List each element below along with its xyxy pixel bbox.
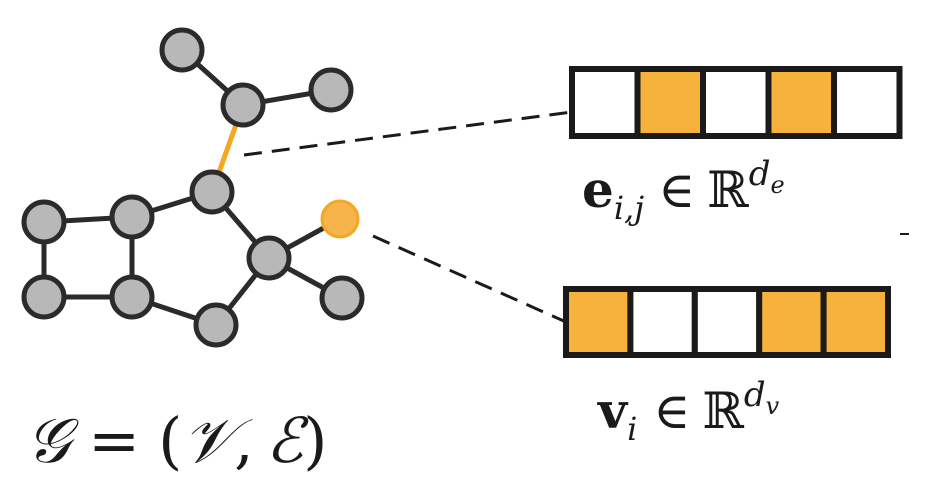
node-space: ℝ	[702, 382, 744, 440]
edge-feature-label: ei,j∈ℝde	[582, 154, 785, 227]
caption-comma: ,	[234, 404, 254, 477]
caption-close-paren: )	[303, 404, 327, 477]
edge-symbol: e	[582, 160, 614, 219]
caption-open-paren: (	[158, 404, 182, 477]
feature-connectors	[243, 110, 573, 324]
edge-subscript: i,j	[614, 189, 644, 227]
graph-node	[308, 67, 354, 113]
node-feature-cell	[691, 286, 763, 358]
graph-node	[21, 199, 67, 245]
node-feature-label: vi∈ℝdv	[597, 375, 780, 448]
graph-node	[109, 274, 155, 320]
graph-node	[246, 235, 292, 281]
node-symbol: v	[597, 381, 629, 440]
graph-node	[159, 27, 205, 73]
node-feature-vector	[563, 286, 891, 358]
graph-node	[193, 302, 239, 348]
node-dim-base: d	[744, 375, 766, 415]
edge-feature-cell	[831, 66, 903, 139]
edge-feature-connector	[243, 110, 573, 157]
graph-nodes	[21, 27, 365, 348]
edge-dim-sub: e	[770, 171, 784, 199]
graph-node	[21, 274, 67, 320]
graph-node	[220, 82, 266, 128]
edge-feature-cell	[765, 66, 837, 139]
node-dim-sub: v	[766, 392, 780, 420]
edges-symbol: ℰ	[266, 404, 309, 477]
node-feature-cell	[627, 286, 698, 358]
graph-node	[319, 275, 365, 321]
graph-node	[109, 194, 155, 240]
highlighted-node	[320, 199, 360, 239]
node-relation: ∈	[653, 382, 690, 440]
graph-symbol: 𝒢	[26, 404, 79, 477]
edge-space: ℝ	[707, 161, 749, 219]
node-feature-cell	[820, 286, 891, 358]
node-subscript: i	[627, 410, 637, 448]
edge-dim-base: d	[749, 154, 771, 194]
edge-feature-vector	[569, 66, 903, 139]
graph-caption: 𝒢=(𝒱,ℰ)	[26, 404, 327, 477]
edge-feature-cell	[569, 66, 641, 139]
node-feature-cell	[756, 286, 827, 358]
node-feature-connector	[372, 234, 567, 324]
node-feature-cell	[563, 286, 634, 358]
edge-feature-cell	[700, 66, 772, 139]
edge-relation: ∈	[658, 161, 695, 219]
caption-equals: =	[88, 404, 140, 477]
graph-node	[189, 169, 235, 215]
edge-feature-cell	[634, 66, 706, 139]
